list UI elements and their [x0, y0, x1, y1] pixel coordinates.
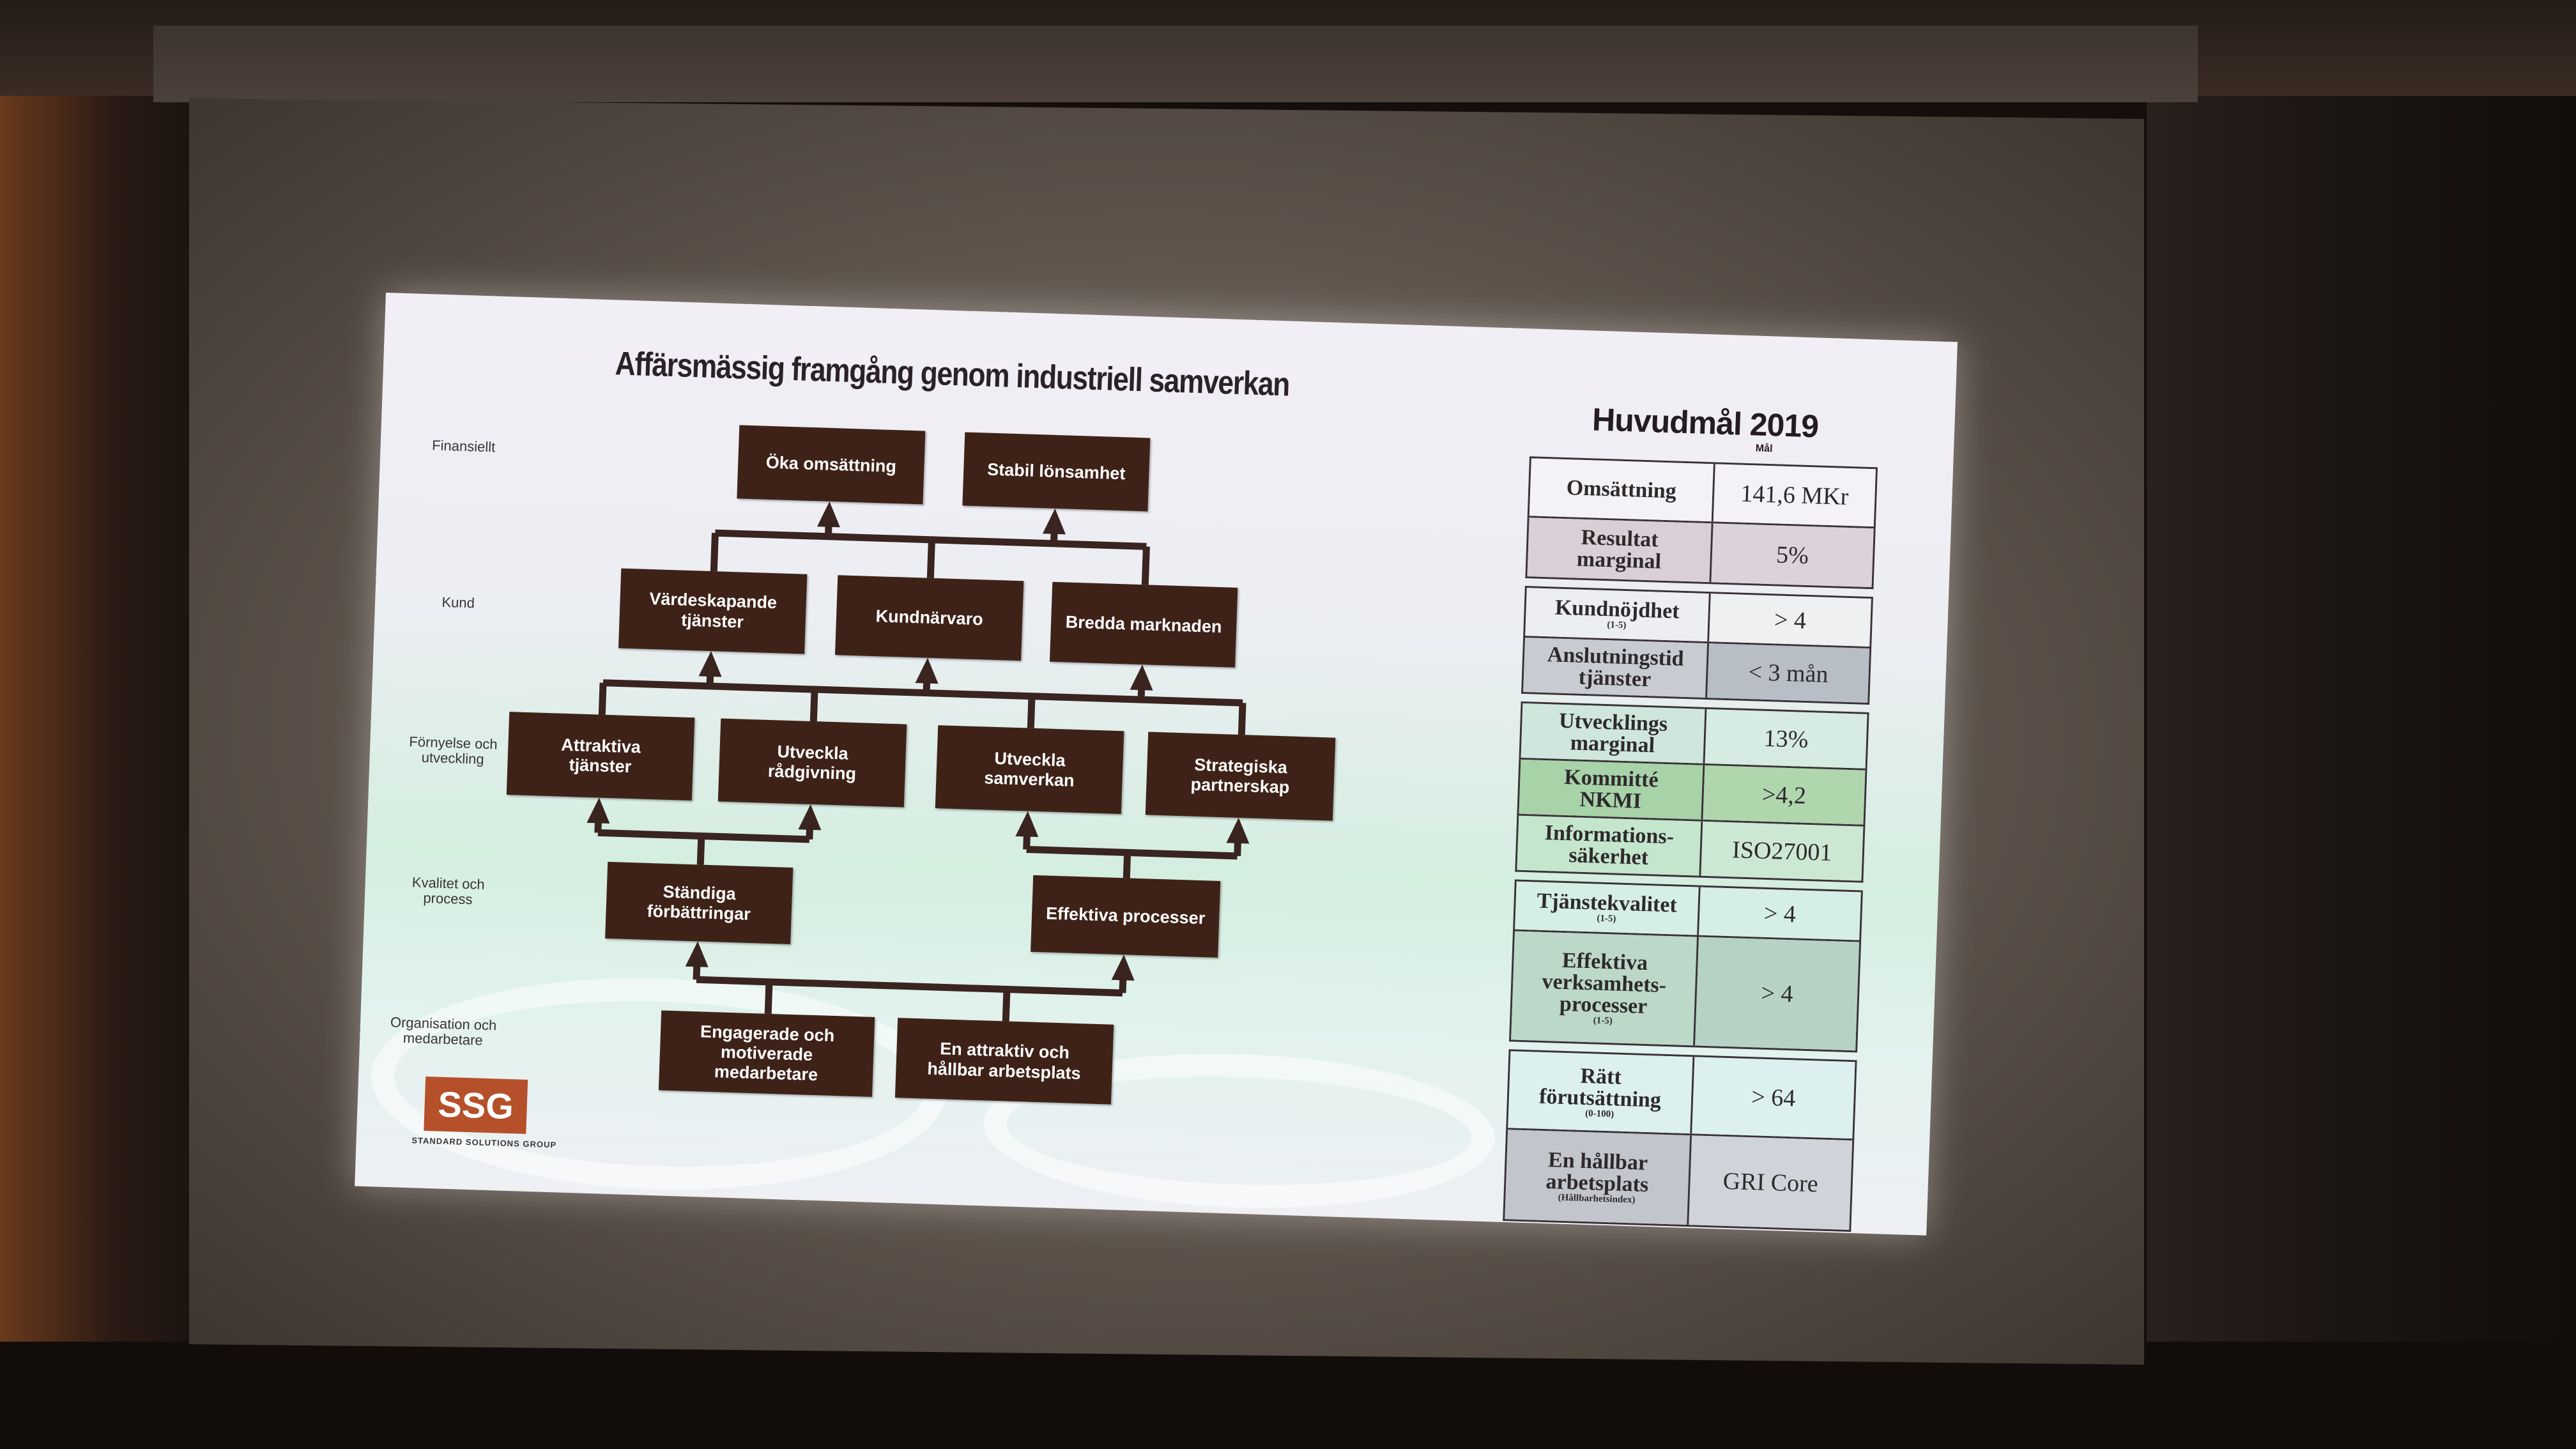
goal-label-text: Tjänstekvalitet	[1537, 889, 1678, 917]
slide: Affärsmässig framgång genom industriell …	[355, 293, 1958, 1236]
connector-line	[598, 682, 607, 715]
goal-row: Informations- säkerhet ISO27001	[1515, 815, 1866, 883]
goal-label: Kundnöjdhet(1-5)	[1525, 588, 1711, 642]
goal-value: GRI Core	[1689, 1135, 1853, 1230]
connector-line	[1026, 846, 1238, 860]
goal-value: ISO27001	[1701, 821, 1864, 881]
box-bredda-marknaden: Bredda marknaden	[1049, 581, 1238, 668]
arrow-up-icon	[798, 804, 822, 831]
goal-row: En hållbar arbetsplats(Hållbarhetsindex)…	[1503, 1130, 1855, 1232]
goal-label: En hållbar arbetsplats(Hållbarhetsindex)	[1505, 1130, 1692, 1225]
goal-row: Utvecklings marginal 13%	[1519, 701, 1869, 770]
box-standiga-forbattringar: Ständiga förbättringar	[605, 861, 793, 944]
goal-label-text: Omsättning	[1566, 476, 1677, 503]
box-attraktiva-tjanster: Attraktiva tjänster	[506, 712, 695, 801]
box-engagerade-medarbetare: Engagerade och motiverade medarbetare	[658, 1010, 875, 1097]
box-utveckla-samverkan: Utveckla samverkan	[935, 725, 1124, 815]
goal-label: Rätt förutsättning(0-100)	[1508, 1051, 1695, 1134]
box-effektiva-processer: Effektiva processer	[1031, 875, 1221, 958]
goal-value: 13%	[1705, 709, 1867, 769]
goal-value: 141,6 MKr	[1713, 464, 1876, 527]
screen-housing	[153, 26, 2198, 102]
connector-line	[809, 689, 818, 722]
goal-label: Informations- säkerhet	[1517, 815, 1703, 876]
connector-line	[696, 976, 1123, 997]
goal-label-text: Informations- säkerhet	[1544, 820, 1675, 870]
connector-line	[926, 539, 935, 578]
goal-label-text: Rätt förutsättning	[1538, 1064, 1662, 1112]
goal-scale-note: (Hållbarhetsindex)	[1558, 1192, 1636, 1205]
box-oka-omsattning: Öka omsättning	[737, 425, 926, 505]
floor-shadow	[0, 1342, 2576, 1449]
goal-label-text: Effektiva verksamhets- processer	[1541, 948, 1667, 1018]
goal-scale-note: (1-5)	[1607, 620, 1627, 631]
arrow-up-icon	[1015, 811, 1039, 838]
goal-row: Resultat marginal 5%	[1525, 518, 1876, 590]
goal-value: > 4	[1695, 937, 1860, 1051]
goal-scale-note: (1-5)	[1597, 913, 1616, 924]
arrow-up-icon	[1226, 817, 1250, 844]
connector-line	[1002, 989, 1011, 1022]
arrow-up-icon	[1042, 508, 1066, 535]
arrow-up-icon	[1130, 664, 1153, 691]
connector-lines	[586, 501, 1250, 1022]
goals-subtitle: Mål	[1755, 443, 1773, 455]
goal-scale-note: (1-5)	[1593, 1015, 1613, 1026]
goal-label: Anslutningstid tjänster	[1523, 638, 1710, 698]
goal-value: >4,2	[1703, 765, 1866, 825]
box-utveckla-radgivning: Utveckla rådgivning	[717, 718, 907, 808]
goal-label: Tjänstekvalitet(1-5)	[1515, 881, 1701, 935]
goal-row: Kommitté NKMI >4,2	[1517, 759, 1867, 827]
goal-value: > 4	[1699, 887, 1861, 940]
arrow-up-icon	[685, 941, 709, 967]
connector-line	[710, 533, 719, 572]
goal-label: Omsättning	[1529, 458, 1715, 522]
goal-label: Effektiva verksamhets- processer(1-5)	[1511, 931, 1699, 1046]
box-attraktiv-arbetsplats: En attraktiv och hållbar arbetsplats	[894, 1018, 1114, 1105]
goal-row: Effektiva verksamhets- processer(1-5)> 4	[1508, 931, 1862, 1053]
goal-row: Anslutningstid tjänster < 3 mån	[1521, 637, 1872, 705]
goal-label-text: Anslutningstid tjänster	[1547, 642, 1685, 691]
goal-row: Rätt förutsättning(0-100)> 64	[1506, 1049, 1857, 1141]
ssg-logo: SSG	[424, 1076, 528, 1134]
goal-scale-note: (0-100)	[1584, 1108, 1614, 1119]
right-wall	[2147, 96, 2576, 1449]
arrow-up-icon	[698, 650, 722, 677]
box-vardeskapande-tjanster: Värdeskapande tjänster	[618, 568, 808, 654]
goal-label: Utvecklings marginal	[1521, 703, 1707, 763]
goal-label-text: Kommitté NKMI	[1563, 765, 1659, 813]
connector-line	[597, 829, 810, 843]
goal-value: < 3 mån	[1707, 643, 1870, 703]
arrow-up-icon	[586, 797, 610, 824]
box-kundnarvaro: Kundnärvaro	[834, 575, 1024, 661]
goal-value: 5%	[1711, 523, 1874, 588]
connector-line	[1027, 696, 1036, 728]
goal-label-text: Utvecklings marginal	[1558, 709, 1668, 757]
goal-label: Resultat marginal	[1527, 518, 1713, 583]
box-strategiska-partnerskap: Strategiska partnerskap	[1145, 732, 1336, 821]
connector-line	[764, 981, 773, 1014]
goals-title: Huvudmål 2019	[1591, 401, 1820, 445]
goal-label-text: Resultat marginal	[1576, 525, 1662, 574]
connector-line	[696, 836, 705, 865]
connector-line	[1141, 546, 1150, 585]
goal-value: > 4	[1709, 594, 1871, 647]
arrow-up-icon	[1111, 954, 1135, 981]
arrow-up-icon	[915, 657, 939, 684]
goal-row: Omsättning 141,6 MKr	[1527, 456, 1878, 529]
connector-line	[1123, 852, 1131, 878]
goal-value: > 64	[1692, 1057, 1855, 1139]
goal-label-text: En hållbar arbetsplats	[1545, 1147, 1649, 1197]
goal-label-text: Kundnöjdhet	[1554, 595, 1680, 624]
left-wall	[0, 96, 192, 1449]
arrow-up-icon	[816, 501, 840, 528]
box-stabil-lonsamhet: Stabil lönsamhet	[962, 432, 1151, 512]
goal-label: Kommitté NKMI	[1519, 759, 1705, 820]
connector-line	[1238, 702, 1246, 735]
